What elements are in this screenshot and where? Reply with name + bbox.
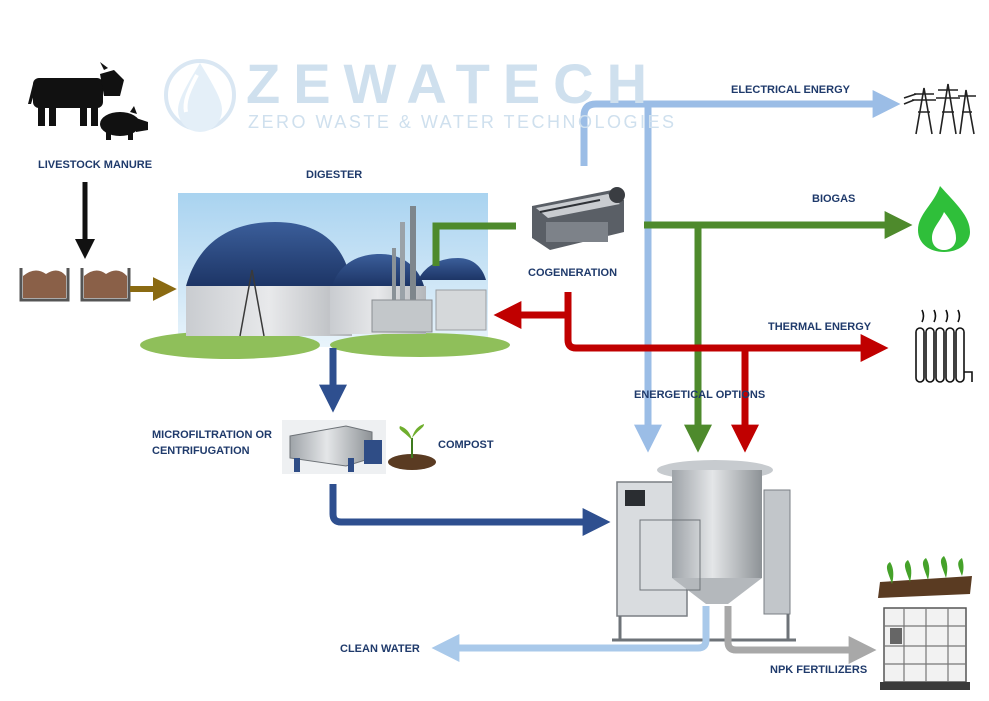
brand-name: ZEWATECH [246,52,661,115]
plants-icon [878,556,972,598]
label-electrical-energy: ELECTRICAL ENERGY [731,84,850,96]
flame-icon [918,186,970,252]
water-drop-logo [164,59,236,132]
label-centrifugation: CENTRIFUGATION [152,445,250,457]
cow-icon [28,62,124,126]
ibc-tank-icon [880,607,970,690]
power-tower-icon [903,83,976,135]
label-biogas: BIOGAS [812,193,856,205]
thermal-energy-arrow [564,292,889,362]
npk-fertilizer-arrow [724,606,877,664]
label-digester: DIGESTER [306,169,363,181]
label-cogeneration: COGENERATION [528,267,618,279]
brand-tagline: ZERO WASTE & WATER TECHNOLOGIES [248,112,677,132]
manure-tanks-icon [19,268,131,302]
label-thermal-energy: THERMAL ENERGY [768,321,872,333]
centrifuge [282,420,386,474]
label-npk-fertilizers: NPK FERTILIZERS [770,664,868,676]
label-clean-water: CLEAN WATER [340,643,420,655]
label-compost: COMPOST [438,439,494,451]
label-energetical-options: ENERGETICAL OPTIONS [634,389,766,401]
pig-icon [100,106,148,140]
label-microfiltration: MICROFILTRATION OR [152,429,272,441]
clean-water-arrow [431,606,710,662]
radiator-icon [915,309,973,383]
digester-illustration [140,193,510,359]
sprout-icon [388,424,436,470]
label-livestock-manure: LIVESTOCK MANURE [38,159,153,171]
digester-to-cogeneration-green-line [432,222,516,266]
electrical-energy-arrow [580,90,901,166]
centrifuge-to-evaporator-arrow [329,484,611,536]
cogeneration-engine [532,187,625,250]
